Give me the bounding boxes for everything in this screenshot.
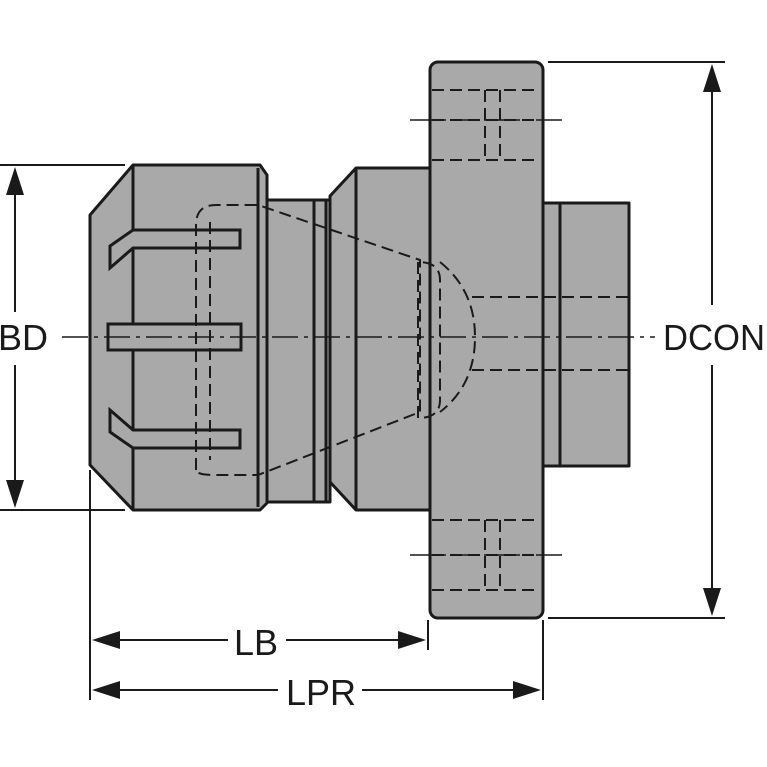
hidden-bolt-hole-top — [432, 89, 540, 161]
hidden-dome — [439, 261, 477, 413]
hidden-inner-bore — [417, 261, 441, 420]
dcon-label: DCON — [663, 317, 765, 358]
bd-dimension: BD — [0, 167, 48, 508]
dcon-dimension: DCON — [663, 64, 765, 616]
flange — [428, 60, 545, 620]
collet-slot-top — [108, 228, 242, 272]
collet-slot-bottom — [108, 406, 242, 450]
neck — [265, 198, 332, 504]
lb-dimension: LB — [92, 622, 426, 663]
tapered-neck — [328, 166, 432, 512]
rear-shank — [541, 201, 631, 468]
lpr-label: LPR — [286, 672, 356, 713]
hidden-bore-outline — [195, 204, 421, 476]
lpr-dimension: LPR — [92, 672, 541, 713]
hidden-bolt-hole-bottom — [432, 519, 540, 591]
bd-label: BD — [0, 317, 48, 358]
lb-label: LB — [234, 622, 278, 663]
